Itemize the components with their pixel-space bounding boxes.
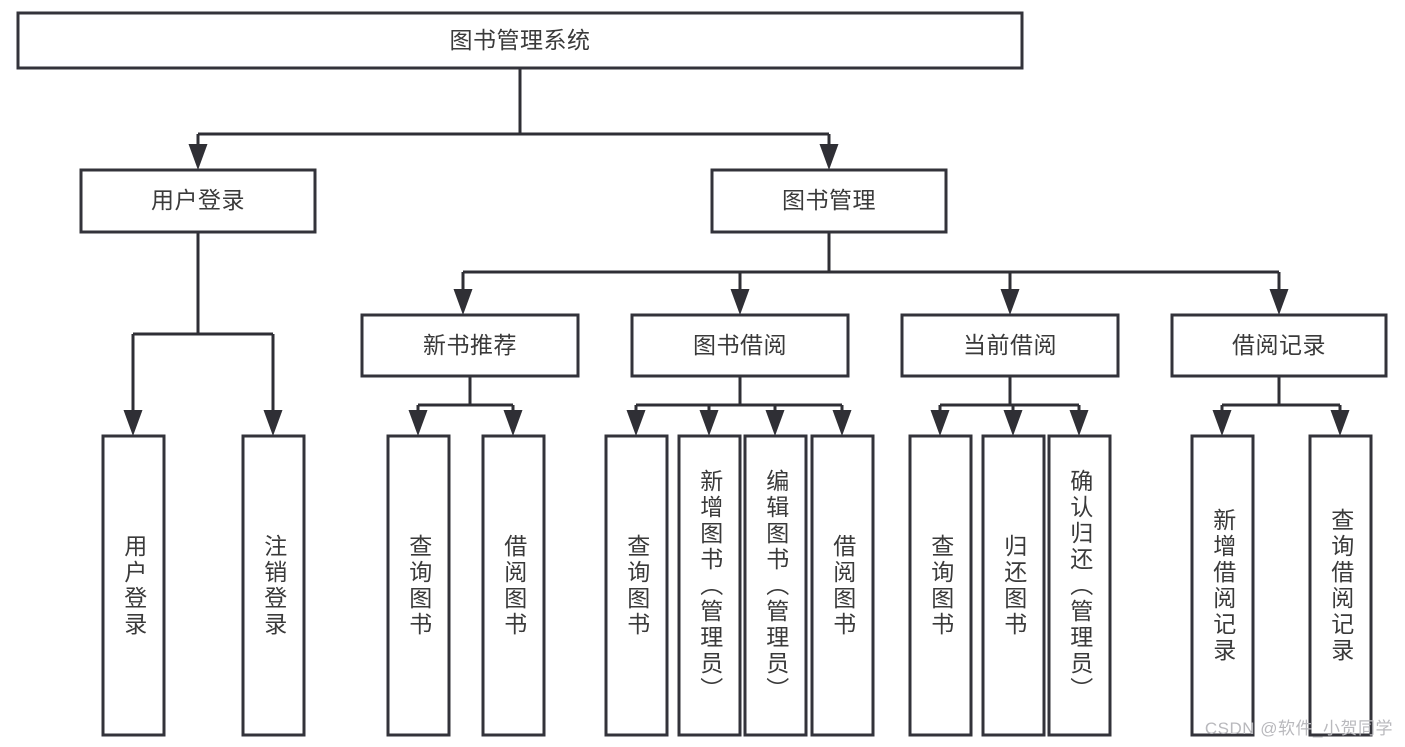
arrow-to-new-book-rec-head <box>453 289 473 315</box>
arrow-to-leaf-return-book-head <box>1003 410 1023 436</box>
node-box-leaf-query-book-3[interactable] <box>908 434 973 737</box>
arrow-to-new-book-rec <box>453 272 473 315</box>
new-book-rec-bus <box>418 376 513 407</box>
arrow-to-book-manage-head <box>819 144 839 170</box>
arrow-to-leaf-confirm-return-head <box>1069 410 1089 436</box>
node-box-new-book-rec[interactable] <box>360 313 580 378</box>
arrow-to-leaf-borrow-book-1-head <box>503 410 523 436</box>
arrow-to-leaf-borrow-book-2 <box>832 405 852 436</box>
user-login-bus <box>133 232 273 336</box>
arrow-to-leaf-edit-book-head <box>765 410 785 436</box>
csdn-watermark: CSDN @软件_小贺同学 <box>1204 719 1393 738</box>
arrow-to-leaf-query-book-1 <box>408 405 428 436</box>
arrow-to-leaf-add-record <box>1212 405 1232 436</box>
arrow-to-leaf-user-logout-head <box>263 410 283 436</box>
arrow-to-leaf-borrow-book-1 <box>503 405 523 436</box>
node-box-leaf-confirm-return[interactable] <box>1047 434 1112 737</box>
arrow-to-leaf-add-record-head <box>1212 410 1232 436</box>
book-borrow-bus <box>636 376 842 407</box>
arrow-to-leaf-add-book <box>699 405 719 436</box>
node-box-leaf-query-book-1[interactable] <box>386 434 451 737</box>
node-box-leaf-borrow-book-1[interactable] <box>481 434 546 737</box>
boxes-layer <box>16 11 1388 737</box>
arrow-to-leaf-add-book-head <box>699 410 719 436</box>
arrow-to-leaf-query-book-3-head <box>930 410 950 436</box>
arrow-to-leaf-confirm-return <box>1069 405 1089 436</box>
arrow-to-leaf-query-record <box>1330 405 1350 436</box>
arrow-to-leaf-query-book-2 <box>626 405 646 436</box>
borrow-record-bus <box>1222 376 1340 407</box>
arrow-to-leaf-query-record-head <box>1330 410 1350 436</box>
arrow-to-borrow-record <box>1269 272 1289 315</box>
arrow-to-leaf-borrow-book-2-head <box>832 410 852 436</box>
arrow-to-leaf-query-book-2-head <box>626 410 646 436</box>
arrow-to-borrow-record-head <box>1269 289 1289 315</box>
arrow-to-book-manage <box>819 134 839 170</box>
node-box-leaf-user-logout[interactable] <box>241 434 306 737</box>
connectors-layer <box>133 68 1340 407</box>
node-box-current-borrow[interactable] <box>900 313 1120 378</box>
node-box-leaf-add-record[interactable] <box>1190 434 1255 737</box>
arrow-to-leaf-user-logout <box>263 334 283 436</box>
book-manage-bus <box>463 232 1279 274</box>
arrow-to-leaf-edit-book <box>765 405 785 436</box>
arrows-layer <box>123 134 1350 436</box>
arrow-to-leaf-user-login <box>123 334 143 436</box>
current-borrow-bus <box>940 376 1079 407</box>
node-box-book-borrow[interactable] <box>630 313 850 378</box>
node-box-leaf-borrow-book-2[interactable] <box>810 434 875 737</box>
arrow-to-leaf-query-book-3 <box>930 405 950 436</box>
arrow-to-current-borrow <box>1000 272 1020 315</box>
node-box-leaf-query-book-2[interactable] <box>604 434 669 737</box>
arrow-to-user-login <box>188 134 208 170</box>
arrow-to-book-borrow-head <box>730 289 750 315</box>
node-box-leaf-add-book[interactable] <box>677 434 742 737</box>
arrow-to-leaf-user-login-head <box>123 410 143 436</box>
arrow-to-book-borrow <box>730 272 750 315</box>
node-box-user-login[interactable] <box>79 168 317 234</box>
node-box-book-manage[interactable] <box>710 168 948 234</box>
arrow-to-user-login-head <box>188 144 208 170</box>
root-bus <box>198 68 829 136</box>
node-box-borrow-record[interactable] <box>1170 313 1388 378</box>
node-box-leaf-query-record[interactable] <box>1308 434 1373 737</box>
arrow-to-leaf-return-book <box>1003 405 1023 436</box>
node-box-leaf-user-login[interactable] <box>101 434 166 737</box>
node-box-root[interactable] <box>16 11 1024 70</box>
node-box-leaf-edit-book[interactable] <box>743 434 808 737</box>
node-box-leaf-return-book[interactable] <box>981 434 1046 737</box>
arrow-to-leaf-query-book-1-head <box>408 410 428 436</box>
arrow-to-current-borrow-head <box>1000 289 1020 315</box>
